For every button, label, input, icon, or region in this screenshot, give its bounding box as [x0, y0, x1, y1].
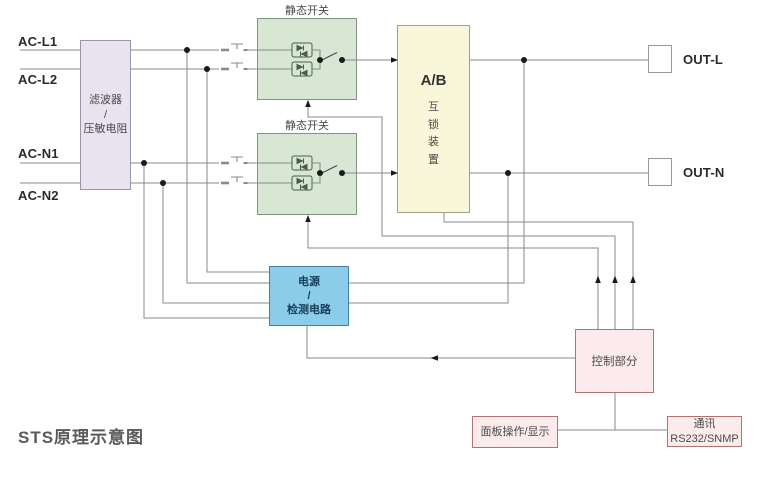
comm-label-line1: 通讯: [693, 418, 716, 431]
diagram-title: STS原理示意图: [18, 428, 145, 447]
arrow-up-ctrl-3: [630, 275, 636, 283]
output-label-out-n: OUT-N: [683, 165, 725, 180]
fuse-symbol: [221, 176, 248, 185]
input-label-ac-l1: AC-L1: [18, 34, 58, 49]
input-label-ac-l2: AC-L2: [18, 72, 58, 87]
interlock-block: A/B 互锁装置: [397, 25, 470, 213]
static-switch-2-label: 静态开关: [285, 120, 329, 132]
power-detect-line2: /: [307, 289, 311, 302]
filter-label-line2: /: [103, 108, 108, 121]
arrow-up-ctrl-2: [612, 275, 618, 283]
output-label-out-l: OUT-L: [683, 52, 723, 67]
junction-dot: [521, 57, 527, 63]
power-detect-line1: 电源: [298, 275, 320, 288]
comm-label-line2: RS232/SNMP: [670, 432, 739, 445]
interlock-label: 互锁装置: [428, 101, 439, 166]
panel-display-label: 面板操作/显示: [480, 425, 550, 438]
control-label: 控制部分: [591, 356, 638, 368]
control-block: 控制部分: [575, 329, 654, 393]
static-switch-1-label: 静态开关: [285, 5, 329, 17]
wire-sense-n2: [162, 183, 269, 304]
static-switch-2-block: [257, 133, 357, 215]
filter-label-line3: 压敏电阻: [83, 123, 128, 136]
out-l-terminal: [648, 45, 672, 73]
panel-display-block: 面板操作/显示: [472, 416, 558, 448]
junction-dot: [141, 160, 147, 166]
power-detect-block: 电源 / 检测电路: [269, 266, 349, 326]
interlock-title: A/B: [420, 72, 447, 89]
input-label-ac-n2: AC-N2: [18, 188, 59, 203]
wire-ctrl-power: [306, 326, 575, 359]
fuse-symbols: [221, 43, 248, 185]
wire-ctrl-sw2: [307, 218, 599, 329]
wire-ctrl-bottom: [558, 393, 667, 431]
comm-block: 通讯 RS232/SNMP: [667, 416, 742, 447]
wire-ctrl-interlock: [443, 213, 634, 329]
arrow-up-into-sw1: [305, 100, 311, 107]
fuse-symbol: [221, 62, 248, 71]
junction-dot: [204, 66, 210, 72]
filter-varistor-block: 滤波器 / 压敏电阻: [80, 40, 131, 190]
junction-dot: [505, 170, 511, 176]
arrow-left-ctrl-power: [430, 355, 438, 361]
out-n-terminal: [648, 158, 672, 186]
fuse-symbol: [221, 43, 248, 52]
wire-sense-n1: [143, 163, 269, 319]
static-switch-1-block: [257, 18, 357, 100]
power-detect-line3: 检测电路: [287, 304, 331, 317]
arrow-up-ctrl-1: [595, 275, 601, 283]
arrow-up-into-sw2: [305, 215, 311, 222]
fuse-symbol: [221, 156, 248, 165]
junction-dot: [160, 180, 166, 186]
input-label-ac-n1: AC-N1: [18, 146, 59, 161]
junction-dot: [184, 47, 190, 53]
filter-label-line1: 滤波器: [89, 93, 122, 106]
